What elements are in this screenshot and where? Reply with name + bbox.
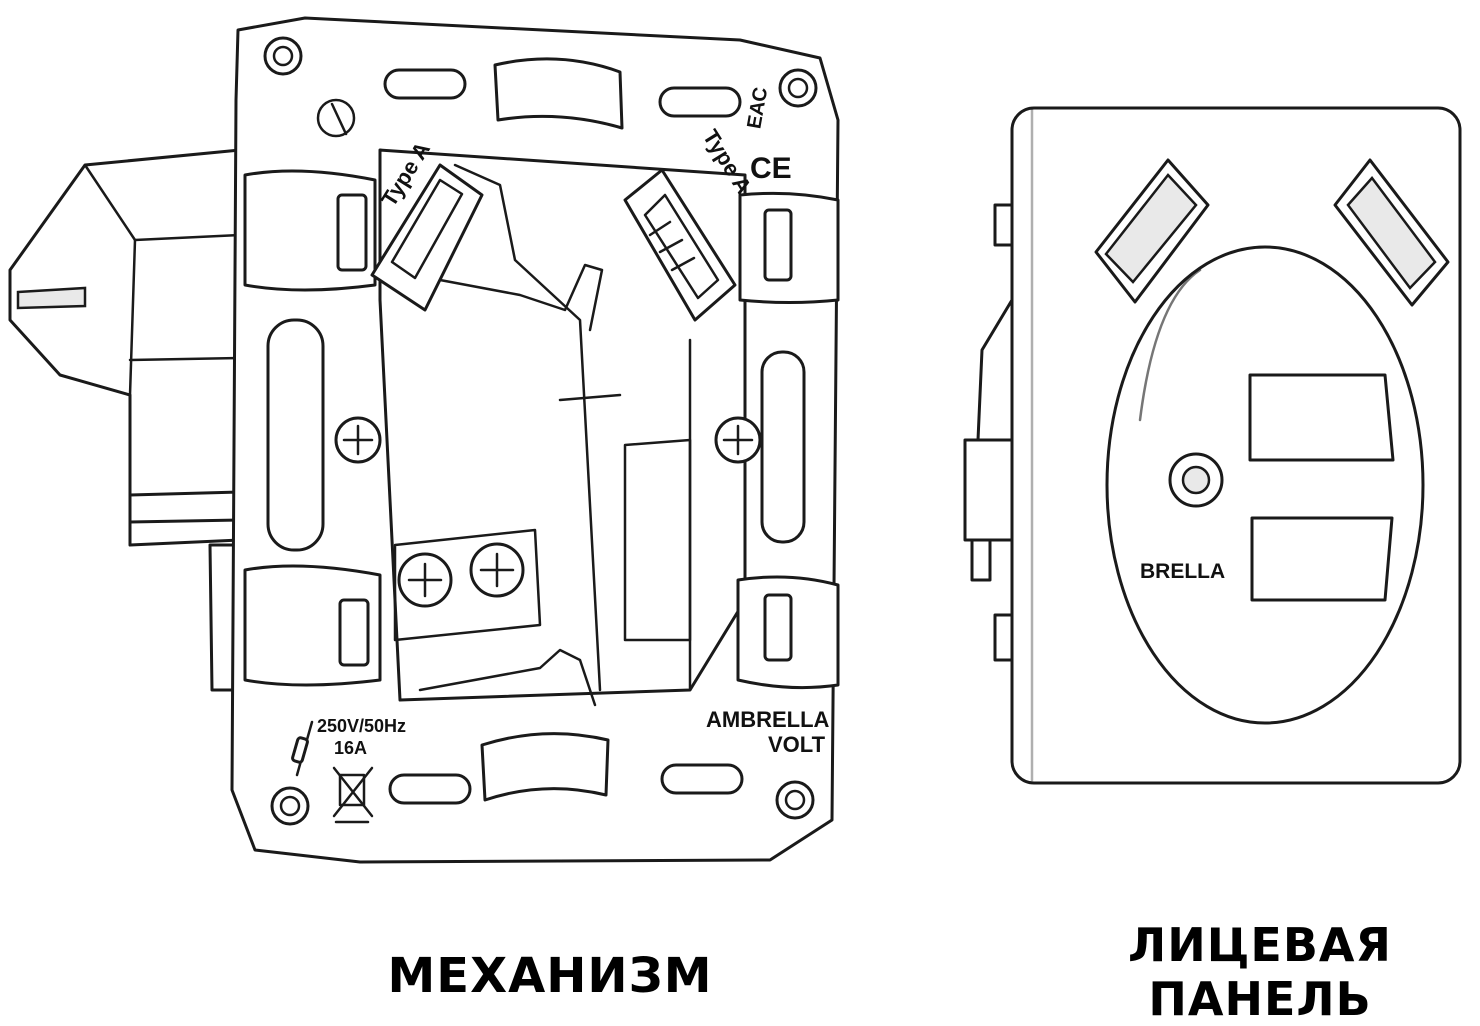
ce-mark: CE [750, 152, 792, 185]
contact-wire-bottom [418, 648, 597, 707]
screwdriver-icon [291, 720, 314, 777]
caption-face-panel: ЛИЦЕВАЯ ПАНЕЛЬ [1080, 918, 1440, 1026]
rating-voltage-label: 250V/50Hz [317, 716, 406, 736]
panel-usb-opening-left [1094, 158, 1210, 304]
caption-face-panel-line2: ПАНЕЛЬ [1148, 972, 1372, 1026]
brand-label-line1: AMBRELLA [706, 707, 830, 732]
terminal-screw-left [397, 552, 453, 608]
lightning-mark-icon [316, 98, 356, 138]
caption-mechanism: МЕХАНИЗМ [387, 948, 713, 1004]
weee-bin-icon [332, 766, 374, 824]
socket-mechanism: CE ЕАС Type A Type A 250V/50Hz 16A AMBRE… [8, 16, 840, 864]
terminal-screw-right [469, 542, 525, 598]
frame-screw-right [714, 416, 762, 464]
mechanism-rear-housing [8, 148, 242, 692]
mounting-claws [243, 169, 840, 690]
usb-port-right [623, 168, 737, 322]
rating-current-label: 16A [334, 738, 367, 758]
brand-label-line2: VOLT [768, 732, 826, 757]
panel-side-clips [963, 203, 1014, 662]
ce-logo: CE [750, 152, 792, 185]
panel-usb-opening-right [1333, 158, 1450, 307]
panel-socket-recess [1105, 245, 1425, 725]
terminal-block [393, 528, 542, 642]
contact-wire-top [438, 263, 604, 332]
frame-screw-left [334, 416, 382, 464]
face-panel: BRELLA [963, 106, 1462, 785]
caption-face-panel-line1: ЛИЦЕВАЯ [1128, 918, 1392, 972]
usb-port-left [370, 163, 484, 312]
panel-brand-label: BRELLA [1140, 560, 1225, 583]
